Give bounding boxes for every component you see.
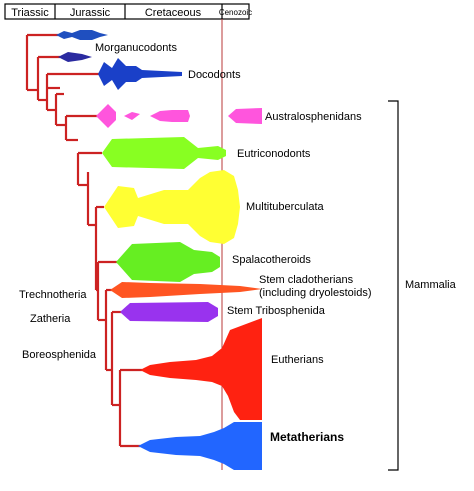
multituberculata-shape (104, 170, 240, 244)
period-cretaceous: Cretaceous (145, 7, 202, 19)
label-spalacotheroids: Spalacotheroids (232, 254, 311, 266)
stem-cladotherians-shape (110, 282, 262, 298)
label-australosphenidans: Australosphenidans (265, 111, 362, 123)
metatherians-shape (138, 422, 262, 470)
label-stem-cladotherians-note: (including dryolestoids) (259, 287, 372, 299)
label-boreosphenida: Boreosphenida (22, 349, 97, 361)
period-jurassic: Jurassic (70, 7, 111, 19)
period-triassic: Triassic (11, 7, 49, 19)
label-metatherians: Metatherians (270, 430, 344, 444)
spalacotheroids-shape (116, 242, 220, 282)
label-morganucodonts: Morganucodonts (95, 42, 177, 54)
early-lineage-shape (56, 30, 108, 40)
label-stem-cladotherians: Stem cladotherians (259, 274, 354, 286)
label-eutherians: Eutherians (271, 354, 324, 366)
mammalia-bracket (388, 100, 399, 471)
label-docodonts: Docodonts (188, 69, 241, 81)
eutriconodonts-shape (102, 137, 226, 169)
tree-branches (25, 33, 142, 448)
stem-tribosphenida-shape (120, 302, 218, 322)
label-trechnotheria: Trechnotheria (19, 289, 87, 301)
label-eutriconodonts: Eutriconodonts (237, 148, 311, 160)
early-lineages (56, 30, 108, 62)
period-header: Triassic Jurassic Cretaceous Cenozoic (4, 3, 252, 20)
node-labels: Trechnotheria Zatheria Boreosphenida (19, 289, 97, 361)
morganucodonts-shape (58, 52, 92, 62)
docodonts-shape (98, 58, 182, 90)
label-multituberculata: Multituberculata (246, 201, 325, 213)
eutherians-shape (140, 318, 262, 420)
taxon-labels: Morganucodonts Docodonts Australosphenid… (95, 42, 372, 444)
label-stem-tribosphenida: Stem Tribosphenida (227, 305, 326, 317)
label-zatheria: Zatheria (30, 313, 71, 325)
australosphenidans-shapes (96, 104, 262, 128)
label-mammalia: Mammalia (405, 279, 457, 291)
period-header-frame (4, 3, 250, 20)
period-cenozoic: Cenozoic (219, 8, 252, 17)
